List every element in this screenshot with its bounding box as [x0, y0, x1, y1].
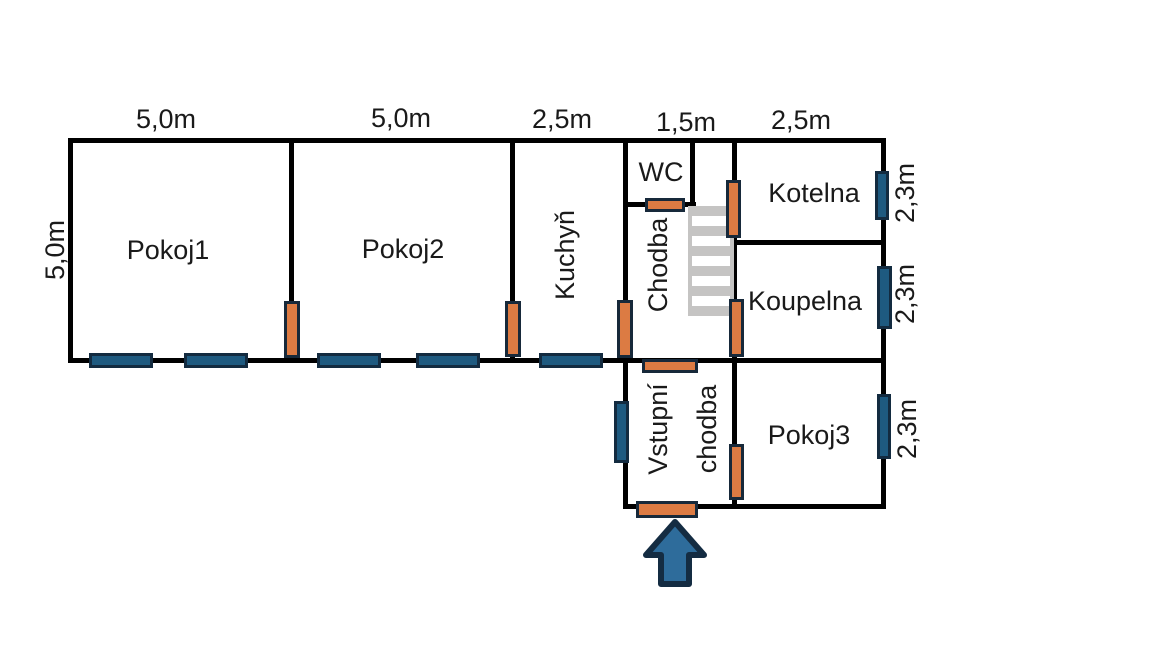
- entrance-arrow-icon: [640, 516, 710, 590]
- wall-top: [68, 138, 886, 143]
- wall-pokoj1-pokoj2: [289, 138, 294, 363]
- door-marker-entry: [636, 501, 698, 518]
- door-marker-chodba-vstupni: [642, 359, 698, 373]
- dimension-label-top-chodba: 1,5m: [655, 107, 717, 138]
- window-marker-koupelna: [877, 266, 892, 329]
- window-marker-pokoj3: [877, 394, 891, 459]
- door-marker-wc: [645, 198, 685, 212]
- stair-step: [692, 226, 730, 236]
- dimension-label-top-kuchyn: 2,5m: [531, 104, 593, 135]
- wall-bottom: [623, 504, 886, 509]
- wall-wc-right: [690, 138, 695, 207]
- dimension-label-right-pokoj3: 2,3m: [892, 398, 923, 460]
- window-marker-pokoj2-b: [416, 353, 480, 368]
- room-label-pokoj2: Pokoj2: [361, 234, 445, 265]
- room-label-kuchyn: Kuchyň: [550, 209, 581, 301]
- room-label-chodba: Chodba: [643, 217, 674, 313]
- stair-step: [692, 286, 730, 296]
- window-marker-kotelna: [875, 171, 889, 220]
- door-marker-pokoj2-kuchyn: [505, 301, 521, 357]
- stair-step: [692, 246, 730, 256]
- room-label-pokoj3: Pokoj3: [767, 420, 851, 451]
- window-marker-kuchyn: [539, 353, 603, 368]
- dimension-label-left: 5,0m: [40, 219, 71, 281]
- room-label-kotelna: Kotelna: [768, 178, 860, 209]
- dimension-label-right-kotelna: 2,3m: [890, 162, 921, 224]
- dimension-label-top-pokoj1: 5,0m: [135, 104, 197, 135]
- room-label-vstupni-line1: Vstupní: [643, 383, 673, 475]
- wall-kotelna-koupelna: [733, 240, 886, 245]
- door-marker-koupelna: [729, 299, 744, 357]
- window-marker-pokoj1-b: [184, 353, 248, 368]
- door-marker-vstupni-pokoj3: [729, 444, 744, 500]
- dimension-label-top-kotelna: 2,5m: [770, 105, 832, 136]
- window-marker-pokoj1-a: [89, 353, 153, 368]
- stair-step: [692, 266, 730, 276]
- window-marker-vstupni: [614, 401, 629, 463]
- door-marker-pokoj1-pokoj2: [284, 301, 300, 358]
- stairs-icon: [688, 206, 734, 316]
- stair-step: [692, 206, 730, 216]
- dimension-label-top-pokoj2: 5,0m: [370, 103, 432, 134]
- door-marker-kotelna: [726, 180, 741, 238]
- dimension-label-right-koupelna: 2,3m: [890, 263, 921, 325]
- door-marker-kuchyn-chodba: [617, 300, 633, 358]
- wall-pokoj2-kuchyn: [510, 138, 515, 363]
- wall-left: [68, 138, 73, 363]
- room-label-wc: WC: [638, 157, 684, 188]
- stair-step: [692, 306, 730, 316]
- room-label-pokoj1: Pokoj1: [126, 235, 210, 266]
- room-label-vstupni-line2: chodba: [692, 384, 722, 474]
- window-marker-pokoj2-a: [317, 353, 381, 368]
- room-label-vstupni-chodba: Vstupní chodba: [634, 383, 732, 475]
- room-label-koupelna: Koupelna: [747, 286, 863, 317]
